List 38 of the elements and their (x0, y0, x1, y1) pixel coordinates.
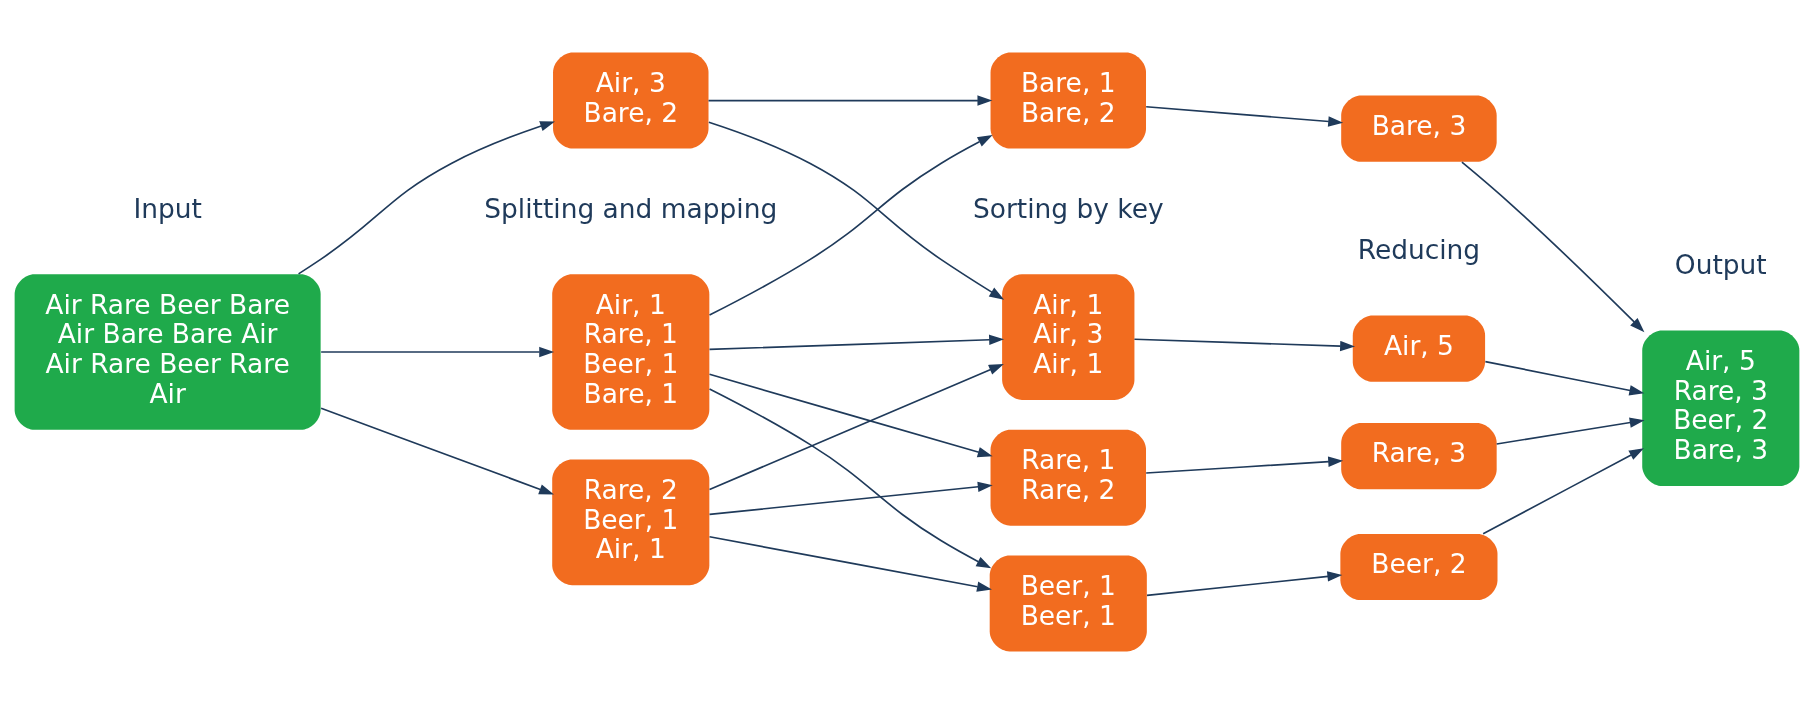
node-box: Bare, 1 Bare, 2 (990, 52, 1146, 149)
arrow (708, 134, 993, 316)
node-box: Rare, 1 Rare, 2 (990, 429, 1146, 526)
arrow (297, 120, 556, 275)
arrow (708, 535, 992, 592)
arrow (320, 406, 554, 494)
node-box: Beer, 1 Beer, 1 (989, 554, 1147, 651)
label: Sorting by key (972, 192, 1164, 224)
arrow (1482, 447, 1644, 535)
arrow (707, 94, 993, 106)
arrow (708, 120, 1005, 300)
arrow (708, 363, 1004, 490)
arrow (1133, 337, 1355, 351)
arrow (1495, 416, 1645, 445)
node-box: Air, 5 Rare, 3 Beer, 2 Bare, 3 (1642, 330, 1800, 486)
arrow (708, 334, 1005, 350)
node-box: Bare, 3 (1341, 95, 1497, 162)
arrow (1461, 160, 1645, 332)
node-box: Air Rare Beer Bare Air Bare Bare Air Air Rare Beer Rare Air (14, 273, 321, 430)
label: Output (1674, 248, 1767, 280)
node-box: Beer, 2 (1340, 533, 1498, 600)
arrow (708, 373, 993, 457)
arrow (708, 481, 993, 515)
node-box: Rare, 2 Beer, 1 Air, 1 (552, 459, 710, 585)
node-box: Air, 1 Air, 3 Air, 1 (1002, 273, 1135, 400)
node-box: Air, 1 Rare, 1 Beer, 1 Bare, 1 (552, 273, 710, 430)
arrow (1484, 360, 1645, 395)
arrow (1145, 456, 1344, 474)
node-box: Air, 5 (1352, 315, 1486, 382)
label: Reducing (1357, 233, 1481, 265)
arrow (1145, 105, 1344, 127)
label: Input (133, 192, 202, 224)
node-box: Air, 3 Bare, 2 (553, 52, 709, 149)
arrow (708, 387, 992, 568)
arrow (320, 346, 555, 357)
arrow (1146, 570, 1343, 596)
label: Splitting and mapping (484, 192, 778, 224)
node-box: Rare, 3 (1341, 422, 1497, 489)
